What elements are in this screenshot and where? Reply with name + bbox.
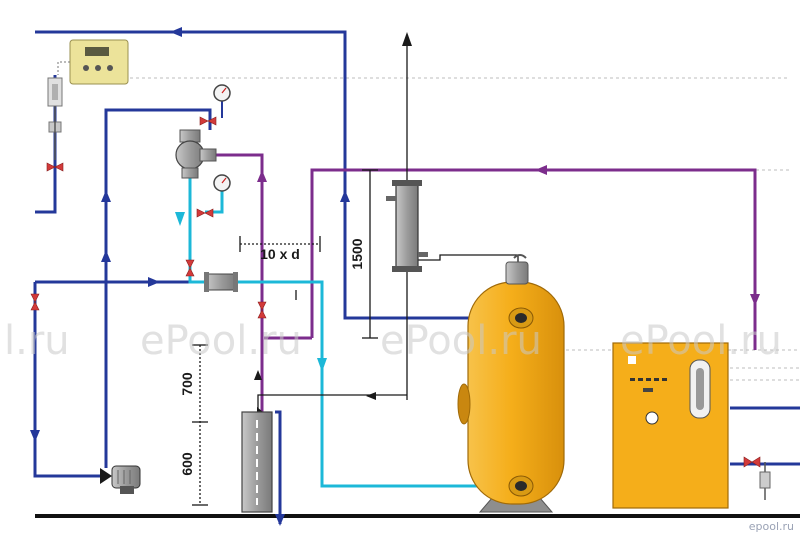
flow-meter — [204, 272, 238, 292]
flow-arrow-icon — [402, 32, 412, 46]
flow-arrow-icon — [340, 190, 350, 202]
filter-pump — [100, 465, 141, 494]
flow-arrow-icon — [366, 392, 376, 400]
valve-icon — [196, 208, 214, 218]
pressure-gauge-icon — [213, 174, 231, 192]
valve-icon — [185, 259, 195, 277]
height-600-label: 600 — [179, 452, 195, 476]
flow-arrow-icon — [101, 250, 111, 262]
right-probe — [759, 462, 771, 500]
dosing-controller — [57, 39, 129, 85]
flow-arrow-icon — [275, 514, 285, 526]
circulation-pump — [175, 129, 217, 179]
valve-icon — [30, 293, 40, 311]
valve-icon — [257, 301, 267, 319]
flow-arrow-icon — [170, 27, 182, 37]
flow-arrow-icon — [101, 190, 111, 202]
flow-arrow-icon — [30, 430, 40, 442]
boundary-lines — [130, 77, 800, 381]
valve-icon — [199, 116, 217, 126]
probe-sensor — [47, 77, 63, 160]
flow-arrow-icon — [317, 358, 327, 372]
flow-arrow-icon — [148, 277, 160, 287]
sand-filter-tank — [457, 254, 565, 513]
flow-arrows — [30, 27, 760, 526]
pipe-distance-label: 10 x d — [260, 246, 300, 262]
balance-tank — [241, 411, 273, 513]
height-700-label: 700 — [179, 372, 195, 396]
flow-arrow-icon — [750, 294, 760, 306]
flow-arrow-icon — [257, 170, 267, 182]
pressure-gauges — [213, 84, 231, 210]
flow-arrow-icon — [535, 165, 547, 175]
purple-pipes — [215, 153, 757, 412]
flow-arrow-icon — [254, 370, 262, 380]
cyan-pipes — [188, 172, 512, 488]
flow-arrow-icon — [175, 212, 185, 226]
corner-brand: epool.ru — [748, 520, 794, 533]
control-cabinet — [612, 342, 729, 509]
height-1500-label: 1500 — [349, 238, 365, 269]
pressure-gauge-icon — [213, 84, 231, 102]
heat-exchanger — [386, 180, 428, 272]
valve-icon — [46, 162, 64, 172]
valves — [30, 116, 761, 468]
valve-icon — [743, 456, 761, 468]
